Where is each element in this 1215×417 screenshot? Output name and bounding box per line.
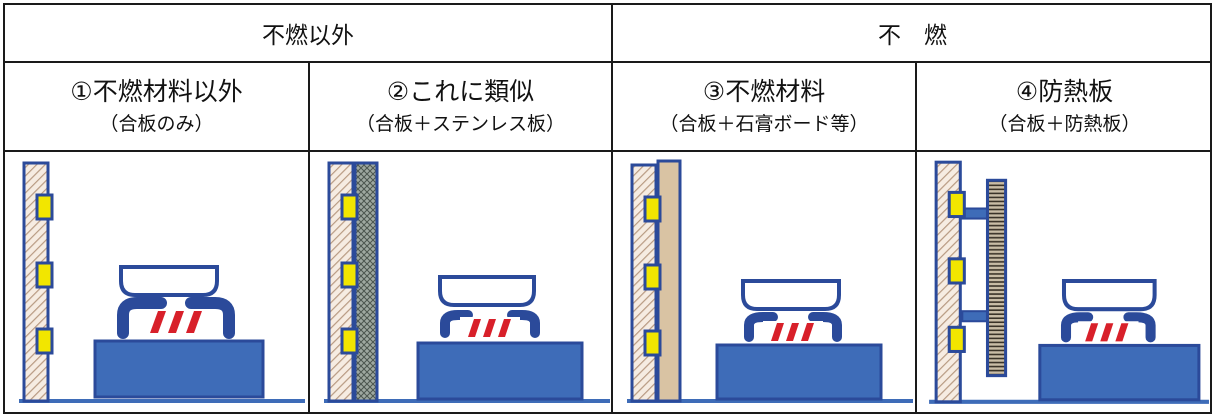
illustration-plywood-gypsum (613, 152, 917, 414)
column-header-4: ④防熱板 （合板＋防熱板） (917, 63, 1212, 152)
group-header-non-incombustible: 不燃以外 (5, 5, 613, 63)
column-header-1: ①不燃材料以外 （合板のみ） (5, 63, 310, 152)
column-title: ③不燃材料 (702, 76, 826, 106)
illustration-plywood-only (5, 152, 310, 414)
group-label: 不 燃 (878, 23, 947, 49)
stove-wall-illustration (627, 159, 913, 403)
group-header-incombustible: 不 燃 (613, 5, 1212, 63)
column-subtitle: （合板＋防熱板） (988, 112, 1141, 135)
comparison-table: 不燃以外 不 燃 ①不燃材料以外 （合板のみ） ②これに類似 （合板＋ステンレス… (3, 3, 1212, 414)
group-label: 不燃以外 (262, 23, 354, 49)
column-header-3: ③不燃材料 （合板＋石膏ボード等） (613, 63, 917, 152)
column-title: ①不燃材料以外 (70, 76, 243, 106)
column-title: ④防熱板 (1015, 76, 1114, 106)
column-subtitle: （合板＋石膏ボード等） (659, 112, 869, 135)
illustration-plywood-stainless (310, 152, 613, 414)
stove-wall-illustration (929, 160, 1209, 404)
stove-wall-illustration (19, 161, 305, 403)
stove-wall-illustration (324, 161, 610, 403)
column-title: ②これに類似 (386, 76, 535, 106)
column-subtitle: （合板＋ステンレス板） (355, 112, 565, 135)
illustration-plywood-heatshield (917, 152, 1212, 414)
column-subtitle: （合板のみ） (99, 112, 214, 135)
column-header-2: ②これに類似 （合板＋ステンレス板） (310, 63, 613, 152)
